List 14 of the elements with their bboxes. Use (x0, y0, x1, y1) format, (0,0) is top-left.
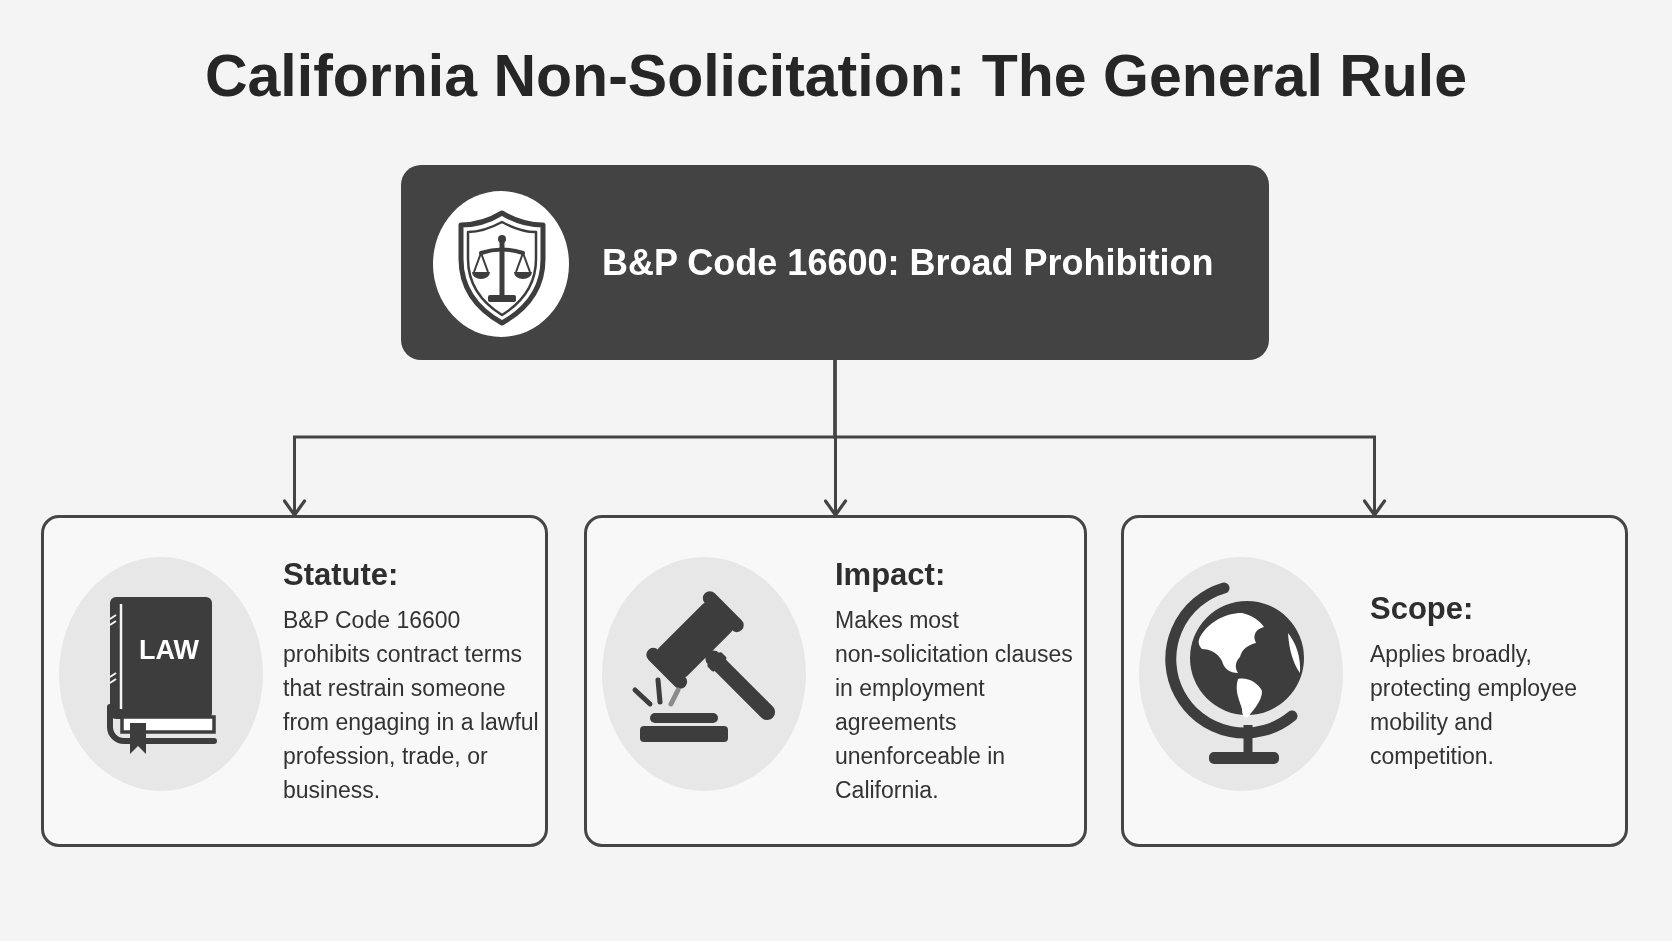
card-heading: Statute: (283, 556, 399, 594)
card-description: Makes most non-solicitation clauses in employment agreements unenforceable in California. (835, 606, 1074, 805)
card-heading: Scope: (1370, 590, 1474, 628)
info-card (41, 515, 548, 847)
info-card (584, 515, 1087, 847)
diagram-title: California Non-Solicitation: The General Rule (204, 42, 1468, 110)
card-description: Applies broadly, protecting employee mobility and competition. (1370, 640, 1579, 771)
banner-title: B&P Code 16600: Broad Prohibition (602, 240, 1214, 285)
arrow (833, 360, 1387, 517)
banner-box (401, 165, 1269, 360)
card-heading: Impact: (835, 556, 946, 594)
card-description: B&P Code 16600 prohibits contract terms that restrain someone from engaging in a lawful profession, trade, or business. (283, 606, 539, 805)
book-title-text: LAW (139, 635, 199, 665)
info-card (1121, 515, 1628, 847)
